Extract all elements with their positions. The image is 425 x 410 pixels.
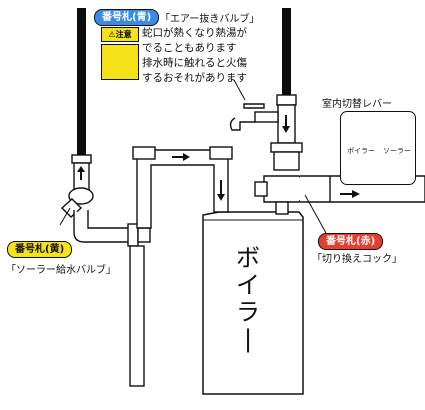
lever-title: 室内切替レバー — [322, 99, 392, 110]
boiler-label-text: ボイラ| — [228, 245, 268, 353]
right-supply-pipe — [282, 8, 291, 98]
boiler-label-char: イ — [236, 271, 260, 299]
solar-valve-name: 「ソーラー給水バルブ」 — [6, 265, 116, 276]
air-valve-name: 「エアー抜きバルブ」 — [160, 14, 260, 25]
boiler-label-char: ラ — [236, 298, 260, 326]
left-drain-pipe — [129, 245, 145, 387]
caution-pictogram — [101, 44, 139, 80]
top-loop-pipe — [132, 146, 233, 229]
arrow-down-right — [282, 115, 290, 133]
boiler-label-char: ボ — [236, 244, 260, 272]
boiler-label: ボイラ| — [228, 245, 268, 353]
solar-supply-valve[interactable] — [60, 154, 130, 243]
leader-lines — [59, 79, 327, 234]
caution-text: 蛇口が熱くなり熱湯が でることもあります 排水時に触れると火傷 するおそれがあり… — [142, 27, 247, 84]
solar-valve-tag: 番号札(黄) — [7, 241, 73, 258]
flow-arrow-down — [217, 180, 225, 201]
lever-panel — [340, 111, 416, 185]
left-supply-pipe — [77, 8, 86, 158]
air-vent-valve[interactable] — [229, 94, 303, 171]
switch-cock-name: 「切り換えコック」 — [312, 254, 402, 265]
switch-cock-tag: 番号札(赤) — [318, 233, 384, 250]
caution-badge: ⚠注意 — [101, 27, 139, 42]
lever-left-label: ボイラー — [347, 147, 375, 155]
flow-arrow-top — [172, 153, 190, 161]
flow-arrow-outlet — [340, 190, 360, 198]
arrow-up-left — [77, 166, 85, 180]
lever-right-label: ソーラー — [383, 147, 411, 155]
boiler-label-char: | — [243, 325, 253, 353]
air-valve-tag: 番号札(青) — [94, 9, 160, 26]
